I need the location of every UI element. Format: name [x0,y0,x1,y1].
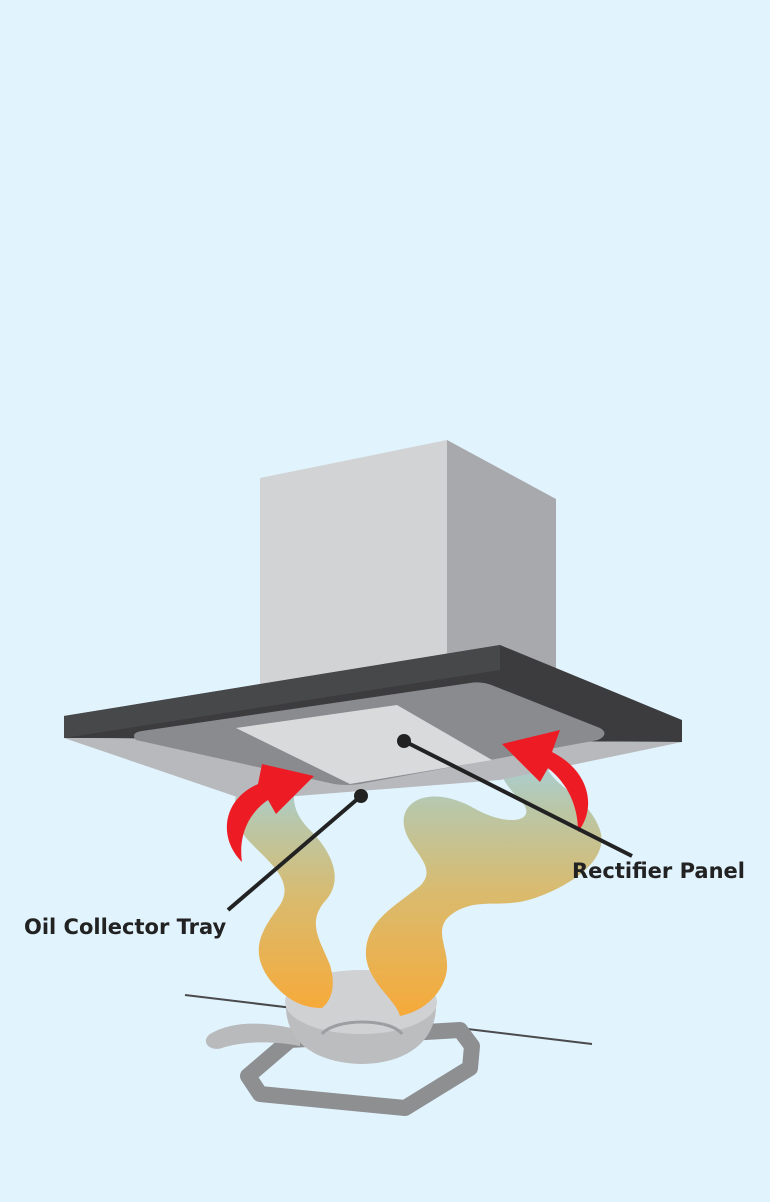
pan-inner [320,1020,404,1036]
rectifier-leader-dot [397,734,411,748]
oil-tray-leader-line [226,794,363,912]
rectifier-leader-line [403,739,633,858]
range-hood-icon [64,440,682,800]
rectifier-panel-shape [236,705,492,784]
leader-lines [226,734,633,912]
smoke-plume-icon [235,738,602,1016]
chimney-front [260,440,447,700]
smoke-plume-left [235,761,335,1008]
rectifier-panel-label: Rectifier Panel [572,859,745,883]
oil-collector-tray-label: Oil Collector Tray [24,915,227,939]
chimney-side [447,440,556,700]
airflow-arrow-right [502,730,589,832]
airflow-arrow-left [226,764,314,862]
airflow-arrow-icon [226,730,589,862]
smoke-plume-right [365,738,602,1016]
pan-handle [205,1023,300,1049]
hood-front-face [64,645,500,738]
oil-tray-leader-dot [354,789,368,803]
